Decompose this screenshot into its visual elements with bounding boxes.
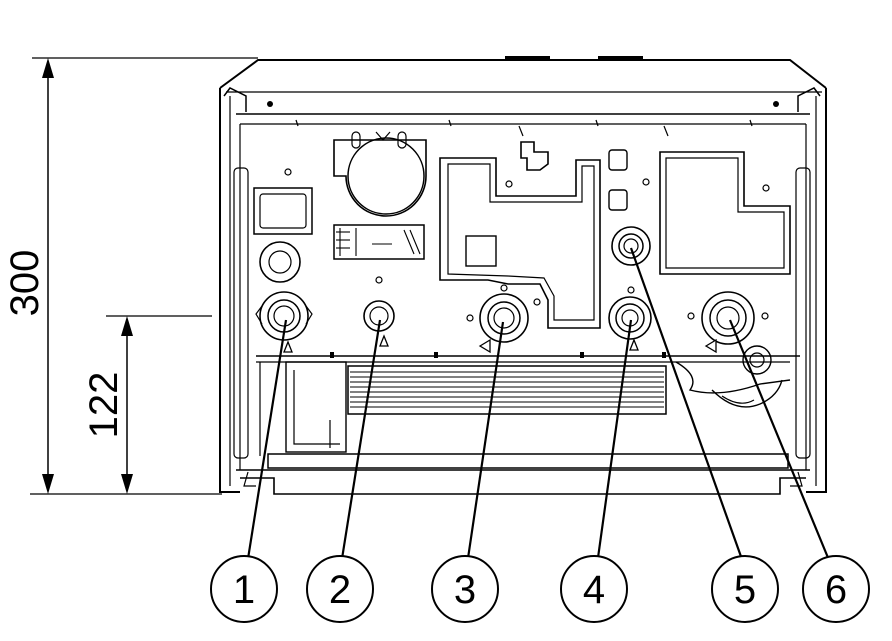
- fitting-1: [255, 291, 313, 341]
- callout-6: 6: [802, 555, 870, 623]
- fitting-6: [687, 291, 769, 345]
- lower-section: [236, 345, 810, 495]
- leader-lines: [245, 247, 833, 566]
- dimension-122-label: 122: [82, 372, 126, 439]
- fitting-3: [466, 284, 529, 343]
- fitting-5: [611, 226, 651, 266]
- callout-1-label: 1: [233, 568, 255, 612]
- callout-5-label: 5: [734, 568, 756, 612]
- dimension-122: 122: [82, 315, 212, 494]
- callout-3-label: 3: [454, 568, 476, 612]
- callout-6-label: 6: [825, 568, 847, 612]
- dimension-300: 300: [3, 57, 258, 495]
- callout-1: 1: [210, 555, 278, 623]
- callout-2: 2: [306, 555, 374, 623]
- upper-components: [253, 131, 791, 329]
- boiler-housing: [219, 56, 827, 493]
- dimension-300-label: 300: [3, 250, 47, 317]
- callout-2-label: 2: [329, 568, 351, 612]
- callout-4: 4: [560, 555, 628, 623]
- connection-fittings: [255, 226, 769, 354]
- callout-3: 3: [431, 555, 499, 623]
- callout-5: 5: [711, 555, 779, 623]
- callout-4-label: 4: [583, 568, 605, 612]
